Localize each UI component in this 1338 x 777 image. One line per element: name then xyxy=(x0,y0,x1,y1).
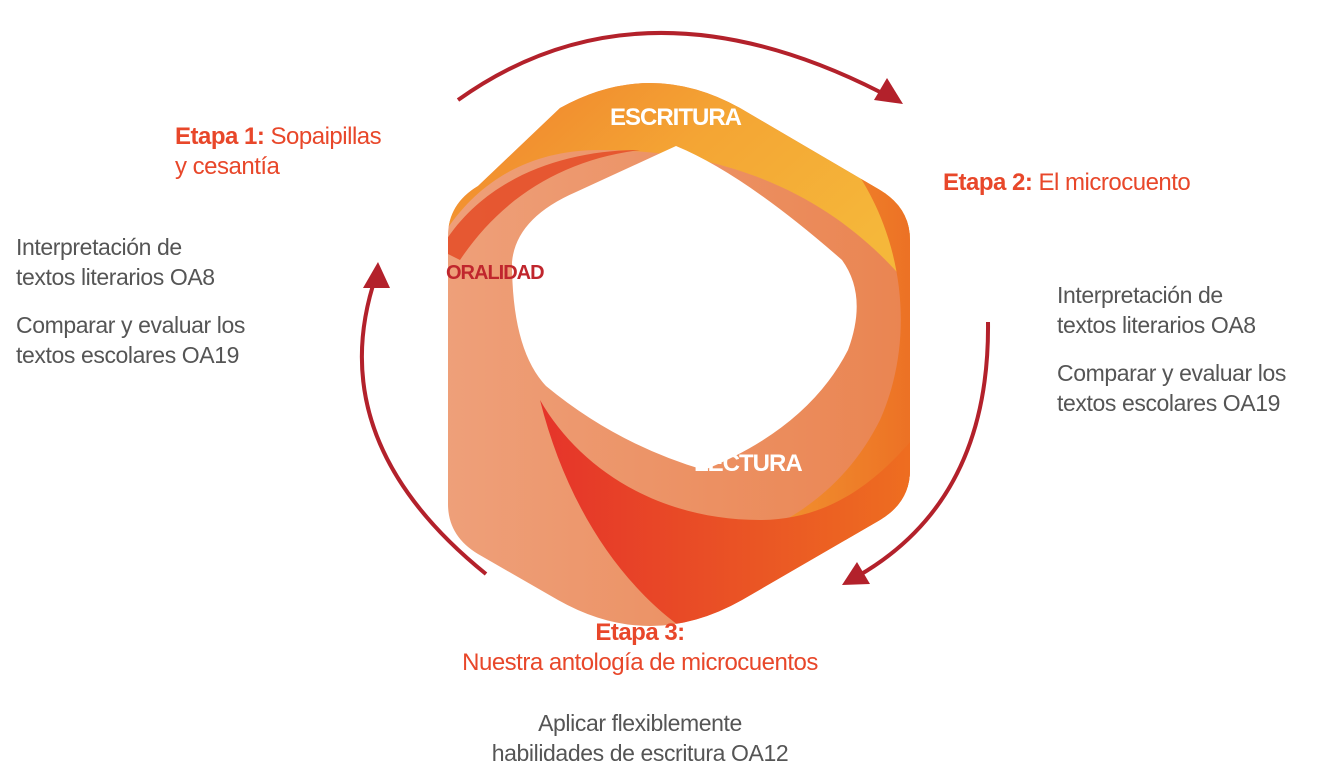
skill-label-oralidad: ORALIDAD xyxy=(446,262,545,284)
objective-line: Comparar y evaluar los xyxy=(16,312,245,338)
stage-3-title: Etapa 3: Nuestra antología de microcuent… xyxy=(430,618,850,678)
stage-2-name-line1: El microcuento xyxy=(1038,169,1191,196)
stage-1-objective: Comparar y evaluar los textos escolares … xyxy=(16,310,245,370)
objective-line: textos literarios OA8 xyxy=(1057,312,1256,338)
skill-label-escritura: ESCRITURA xyxy=(610,104,742,131)
stage-1-objectives: Interpretación de textos literarios OA8 … xyxy=(16,232,245,388)
stage-1-name-line1: Sopaipillas xyxy=(270,123,382,150)
stage-2-title: Etapa 2: El microcuento xyxy=(943,168,1191,198)
stage-3-name-line1: Nuestra antología de microcuentos xyxy=(462,649,818,676)
objective-line: textos literarios OA8 xyxy=(16,264,215,290)
stage-3-objectives: Aplicar flexiblemente habilidades de esc… xyxy=(430,708,850,768)
arrowhead-2 xyxy=(842,562,870,585)
arrowhead-1 xyxy=(874,78,903,104)
hexagon-center xyxy=(512,146,857,470)
skill-label-lectura: LECTURA xyxy=(694,450,803,477)
stage-3-label: Etapa 3: xyxy=(595,619,685,646)
stage-1-title: Etapa 1: Sopaipillas y cesantía xyxy=(175,122,382,182)
objective-line: Interpretación de xyxy=(16,234,182,260)
arrow-stage3-to-stage1 xyxy=(359,275,488,576)
stage-1-name-line2: y cesantía xyxy=(175,153,280,180)
objective-line: Aplicar flexiblemente xyxy=(538,710,742,736)
objective-line: textos escolares OA19 xyxy=(1057,390,1280,416)
arrowhead-3 xyxy=(363,262,390,288)
cycle-arrows xyxy=(359,31,991,578)
stage-1-label: Etapa 1: xyxy=(175,123,265,150)
stage-2-objective: Comparar y evaluar los textos escolares … xyxy=(1057,358,1286,418)
stage-3-objective: Aplicar flexiblemente habilidades de esc… xyxy=(430,708,850,768)
objective-line: Interpretación de xyxy=(1057,282,1223,308)
stage-2-objective: Interpretación de textos literarios OA8 xyxy=(1057,280,1286,340)
objective-line: textos escolares OA19 xyxy=(16,342,239,368)
objective-line: Comparar y evaluar los xyxy=(1057,360,1286,386)
stage-1-objective: Interpretación de textos literarios OA8 xyxy=(16,232,245,292)
arrow-stage2-to-stage3 xyxy=(857,321,991,578)
arrowheads xyxy=(363,78,903,585)
stage-2-label: Etapa 2: xyxy=(943,169,1033,196)
arrow-stage1-to-stage2 xyxy=(456,31,881,102)
stage-2-objectives: Interpretación de textos literarios OA8 … xyxy=(1057,280,1286,436)
objective-line: habilidades de escritura OA12 xyxy=(491,740,789,766)
